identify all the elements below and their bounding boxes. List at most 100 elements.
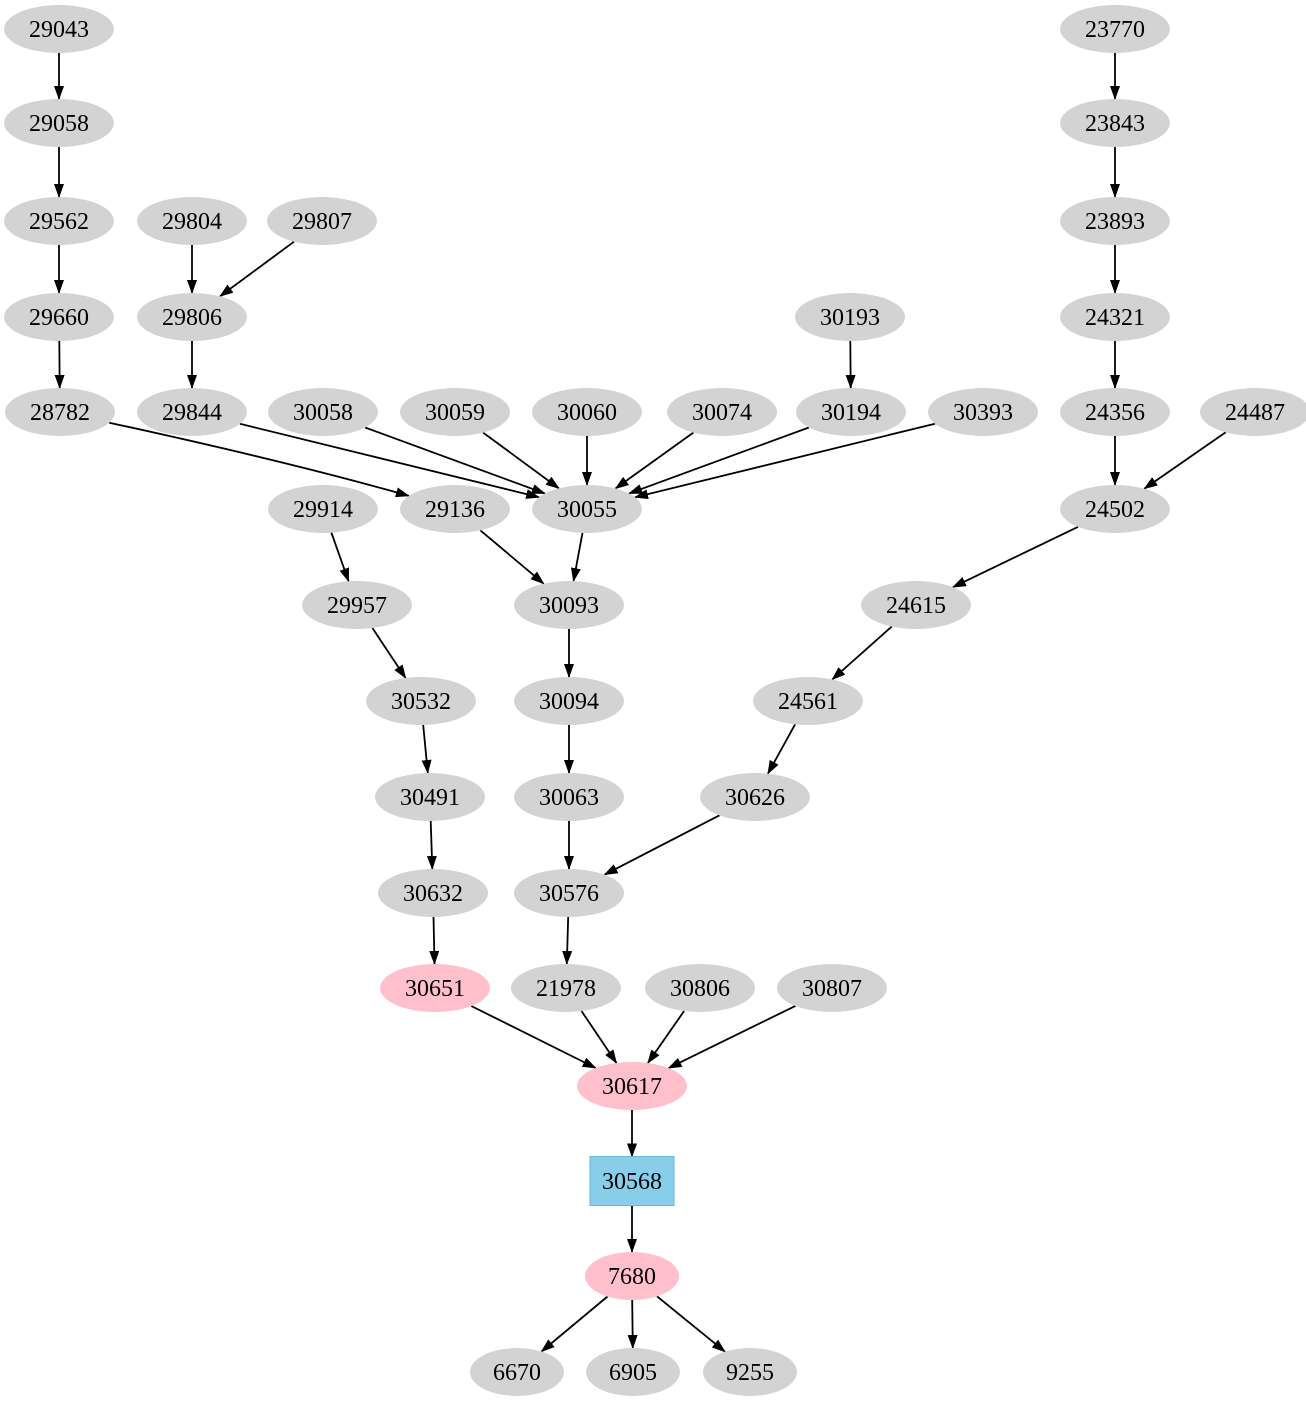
- node-shape-ellipse: [470, 1348, 564, 1396]
- edge-30058-30055: [364, 426, 546, 495]
- node-29804: 29804: [137, 197, 247, 245]
- node-7680: 7680: [585, 1252, 679, 1300]
- node-shape-ellipse: [1060, 99, 1170, 147]
- node-30617: 30617: [577, 1062, 687, 1110]
- node-shape-ellipse: [703, 1348, 797, 1396]
- node-shape-ellipse: [4, 5, 114, 53]
- node-label: 30532: [391, 689, 451, 715]
- node-shape-ellipse: [777, 964, 887, 1012]
- node-shape-ellipse: [5, 388, 115, 436]
- node-30491: 30491: [375, 773, 485, 821]
- node-6670: 6670: [470, 1348, 564, 1396]
- node-30632: 30632: [378, 869, 488, 917]
- node-label: 28782: [30, 400, 90, 426]
- node-shape-ellipse: [137, 293, 247, 341]
- node-label: 30060: [557, 400, 617, 426]
- node-shape-ellipse: [795, 293, 905, 341]
- node-30626: 30626: [700, 773, 810, 821]
- node-shape-ellipse: [1060, 388, 1170, 436]
- edge-7680-6670: [540, 1295, 609, 1353]
- node-9255: 9255: [703, 1348, 797, 1396]
- node-label: 9255: [726, 1360, 774, 1386]
- edge-30651-30617: [470, 1005, 597, 1069]
- node-label: 29807: [292, 209, 352, 235]
- node-24487: 24487: [1200, 388, 1306, 436]
- node-shape-ellipse: [137, 388, 247, 436]
- node-shape-ellipse: [1060, 293, 1170, 341]
- node-29807: 29807: [267, 197, 377, 245]
- node-30194: 30194: [796, 388, 906, 436]
- node-label: 6670: [493, 1360, 541, 1386]
- edge-24502-24615: [951, 525, 1079, 589]
- node-label: 29804: [162, 209, 222, 235]
- node-label: 29562: [29, 209, 89, 235]
- node-label: 30393: [953, 400, 1013, 426]
- node-6905: 6905: [586, 1348, 680, 1396]
- node-label: 30194: [821, 400, 881, 426]
- node-shape-ellipse: [514, 581, 624, 629]
- node-shape-ellipse: [511, 964, 621, 1012]
- node-30094: 30094: [514, 677, 624, 725]
- node-21978: 21978: [511, 964, 621, 1012]
- node-shape-ellipse: [268, 388, 378, 436]
- node-shape-ellipse: [514, 773, 624, 821]
- node-label: 23770: [1085, 17, 1145, 43]
- node-30393: 30393: [928, 388, 1038, 436]
- edge-30632-30651: [429, 916, 440, 965]
- edge-30055-30093: [570, 532, 584, 583]
- node-24502: 24502: [1060, 485, 1170, 533]
- node-24615: 24615: [861, 581, 971, 629]
- edge-30532-30491: [421, 724, 432, 774]
- node-23843: 23843: [1060, 99, 1170, 147]
- node-shape-ellipse: [1060, 485, 1170, 533]
- edge-30393-30055: [634, 422, 936, 500]
- edge-24487-24502: [1143, 431, 1227, 490]
- node-shape-ellipse: [532, 485, 642, 533]
- node-shape-ellipse: [268, 485, 378, 533]
- node-29660: 29660: [4, 293, 114, 341]
- node-28782: 28782: [5, 388, 115, 436]
- edge-30806-30617: [647, 1010, 685, 1064]
- node-30568: 30568: [589, 1156, 675, 1206]
- node-shape-box: [589, 1156, 675, 1206]
- node-label: 7680: [608, 1264, 656, 1290]
- node-label: 30094: [539, 689, 599, 715]
- node-30806: 30806: [645, 964, 755, 1012]
- node-30060: 30060: [532, 388, 642, 436]
- node-24561: 24561: [753, 677, 863, 725]
- edge-30194-30055: [628, 426, 810, 495]
- node-30093: 30093: [514, 581, 624, 629]
- node-shape-ellipse: [1200, 388, 1306, 436]
- edge-30576-21978: [562, 916, 573, 965]
- node-label: 24615: [886, 593, 946, 619]
- node-label: 30093: [539, 593, 599, 619]
- edge-29136-30093: [479, 529, 545, 585]
- node-24356: 24356: [1060, 388, 1170, 436]
- node-label: 29844: [162, 400, 222, 426]
- node-29806: 29806: [137, 293, 247, 341]
- edge-24615-24561: [831, 625, 893, 681]
- node-label: 30193: [820, 305, 880, 331]
- node-label: 30626: [725, 785, 785, 811]
- node-shape-ellipse: [380, 964, 490, 1012]
- node-label: 30806: [670, 976, 730, 1002]
- node-shape-ellipse: [375, 773, 485, 821]
- edge-30626-30576: [603, 814, 720, 876]
- node-23770: 23770: [1060, 5, 1170, 53]
- node-shape-ellipse: [400, 485, 510, 533]
- node-shape-ellipse: [137, 197, 247, 245]
- edges-layer: [54, 53, 1227, 1353]
- node-shape-ellipse: [378, 869, 488, 917]
- edge-30074-30055: [614, 431, 695, 490]
- node-29957: 29957: [302, 581, 412, 629]
- node-shape-ellipse: [1060, 5, 1170, 53]
- edge-24561-30626: [767, 723, 796, 775]
- node-label: 21978: [536, 976, 596, 1002]
- node-30193: 30193: [795, 293, 905, 341]
- node-29562: 29562: [4, 197, 114, 245]
- node-shape-ellipse: [667, 388, 777, 436]
- node-30576: 30576: [514, 869, 624, 917]
- node-shape-ellipse: [4, 99, 114, 147]
